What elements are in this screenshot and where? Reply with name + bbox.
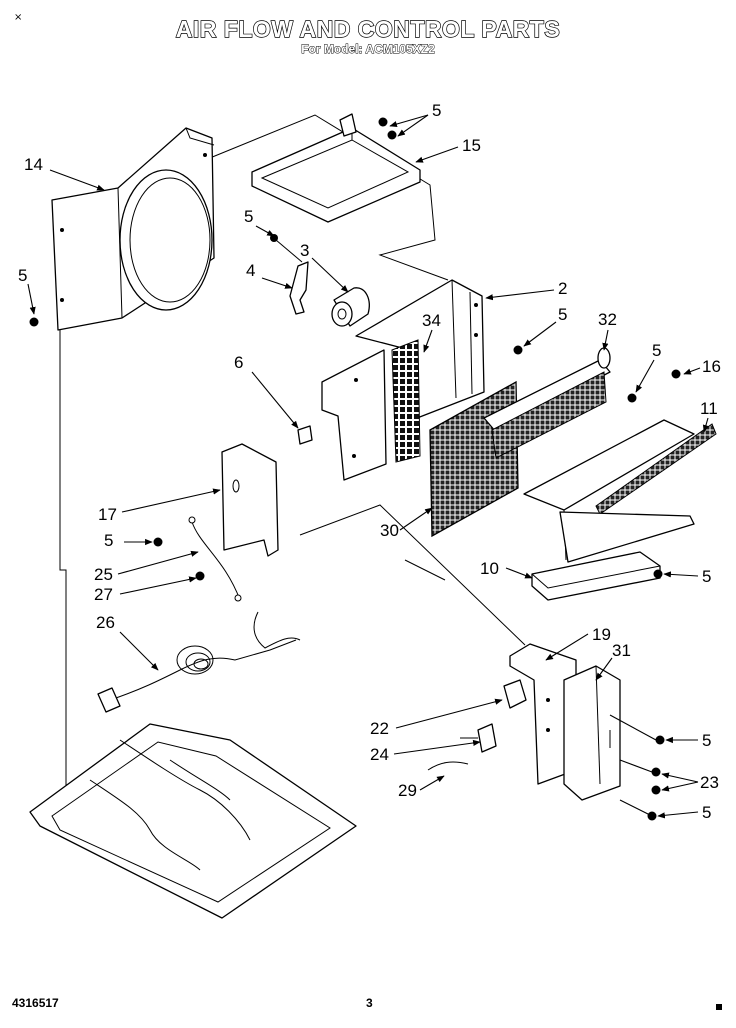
assembly-reference-lines	[59, 114, 526, 830]
switch-part-22	[503, 679, 527, 709]
drain-pan-part-10	[531, 551, 661, 601]
callout-6: 6	[234, 353, 243, 372]
leader-lines	[27, 114, 709, 819]
page-title: AIR FLOW AND CONTROL PARTS	[175, 15, 561, 42]
callout-32: 32	[598, 310, 617, 329]
callout-11: 11	[700, 399, 718, 418]
callout-5-b: 5	[18, 266, 27, 285]
callout-3: 3	[300, 241, 309, 260]
control-box-part-31	[563, 665, 621, 801]
wire-part-29	[427, 761, 469, 771]
callout-10: 10	[480, 559, 499, 578]
callout-34: 34	[422, 311, 441, 330]
callout-27: 27	[94, 585, 113, 604]
control-bracket-part-19	[509, 643, 577, 785]
fan-motor-part-3	[331, 287, 370, 327]
callout-5-h: 5	[702, 731, 711, 750]
callout-31: 31	[612, 641, 631, 660]
screws	[29, 117, 681, 821]
grill-part-34	[391, 339, 421, 463]
callout-23: 23	[700, 773, 719, 792]
callout-5-d: 5	[558, 305, 567, 324]
side-bracket	[321, 349, 387, 481]
callout-29: 29	[398, 781, 417, 800]
callout-4: 4	[246, 261, 255, 280]
callout-16: 16	[702, 357, 721, 376]
mounting-bracket-part-17	[221, 443, 279, 557]
thermostat-part-24	[460, 723, 497, 753]
page-number: 3	[366, 996, 373, 1010]
callout-14: 14	[24, 155, 43, 174]
corner-dot	[716, 1004, 722, 1010]
callout-30: 30	[380, 521, 399, 540]
callout-17: 17	[98, 505, 117, 524]
clip-part-6	[297, 425, 313, 445]
callout-19: 19	[592, 625, 611, 644]
motor-mount-part-4	[270, 234, 309, 315]
callout-22: 22	[370, 719, 389, 738]
callout-5-i: 5	[702, 803, 711, 822]
top-bracket-part-15	[251, 113, 421, 223]
callout-labels: 5 15 14 5 3 4 5 2 5 34 32 5 16 6 11 17 5…	[18, 101, 721, 822]
callout-24: 24	[370, 745, 389, 764]
fan-shroud-part-14	[51, 127, 215, 331]
callout-5-c: 5	[244, 207, 253, 226]
power-cord-part-26	[97, 611, 301, 713]
callout-2: 2	[558, 279, 567, 298]
document-number: 4316517	[12, 996, 59, 1010]
callout-5-e: 5	[652, 341, 661, 360]
callout-5-g: 5	[702, 567, 711, 586]
callout-26: 26	[96, 613, 115, 632]
callout-25: 25	[94, 565, 113, 584]
callout-5-f: 5	[104, 531, 113, 550]
base-tray-part-11	[523, 419, 717, 563]
base-pan	[29, 723, 357, 919]
coil-part-32	[483, 347, 611, 459]
wire-harness-part-25	[188, 516, 242, 602]
callout-5-a: 5	[432, 101, 441, 120]
corner-mark: ×	[14, 12, 23, 23]
callout-15: 15	[462, 136, 481, 155]
model-subtitle: For Model: ACM105XZ2	[301, 42, 435, 57]
